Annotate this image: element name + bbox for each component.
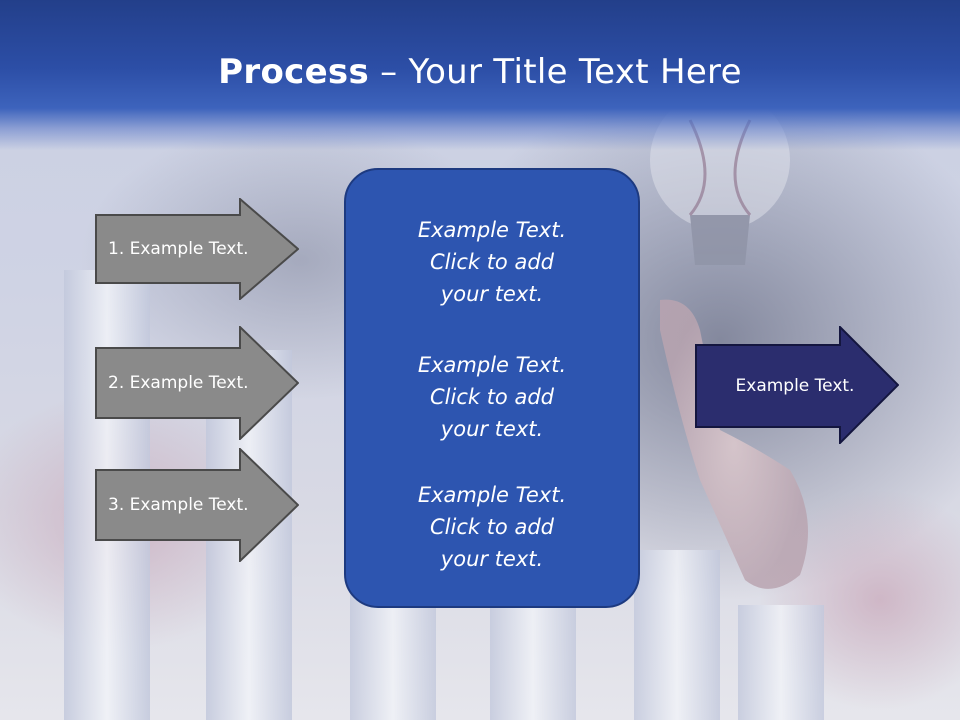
title-rest: – Your Title Text Here: [369, 52, 742, 92]
panel-line: your text.: [440, 282, 544, 306]
arrow-shape-icon: [95, 448, 299, 562]
panel-line: Click to add: [429, 385, 554, 409]
title-bar: [0, 0, 960, 150]
arrow-shape-icon: [695, 326, 899, 444]
arrow-shape-icon: [95, 198, 299, 300]
panel-text-block-1: Example Text. Click to add your text.: [346, 214, 638, 310]
left-arrow-label: 3. Example Text.: [108, 495, 249, 515]
left-arrow-1[interactable]: 1. Example Text.: [95, 198, 299, 300]
panel-line: Example Text.: [417, 218, 567, 242]
left-arrow-label: 2. Example Text.: [108, 373, 249, 393]
panel-line: Example Text.: [417, 353, 567, 377]
arrow-shape-icon: [95, 326, 299, 440]
left-arrow-3[interactable]: 3. Example Text.: [95, 448, 299, 562]
panel-line: your text.: [440, 547, 544, 571]
panel-line: Click to add: [429, 250, 554, 274]
left-arrow-2[interactable]: 2. Example Text.: [95, 326, 299, 440]
right-arrow[interactable]: Example Text.: [695, 326, 899, 444]
center-panel[interactable]: Example Text. Click to add your text. Ex…: [344, 168, 640, 608]
panel-text-block-3: Example Text. Click to add your text.: [346, 479, 638, 575]
panel-line: Click to add: [429, 515, 554, 539]
title-strong: Process: [218, 52, 370, 92]
panel-line: Example Text.: [417, 483, 567, 507]
right-arrow-label: Example Text.: [735, 376, 855, 396]
slide-title[interactable]: Process – Your Title Text Here: [0, 52, 960, 92]
panel-line: your text.: [440, 417, 544, 441]
panel-text-block-2: Example Text. Click to add your text.: [346, 349, 638, 445]
left-arrow-label: 1. Example Text.: [108, 239, 249, 259]
